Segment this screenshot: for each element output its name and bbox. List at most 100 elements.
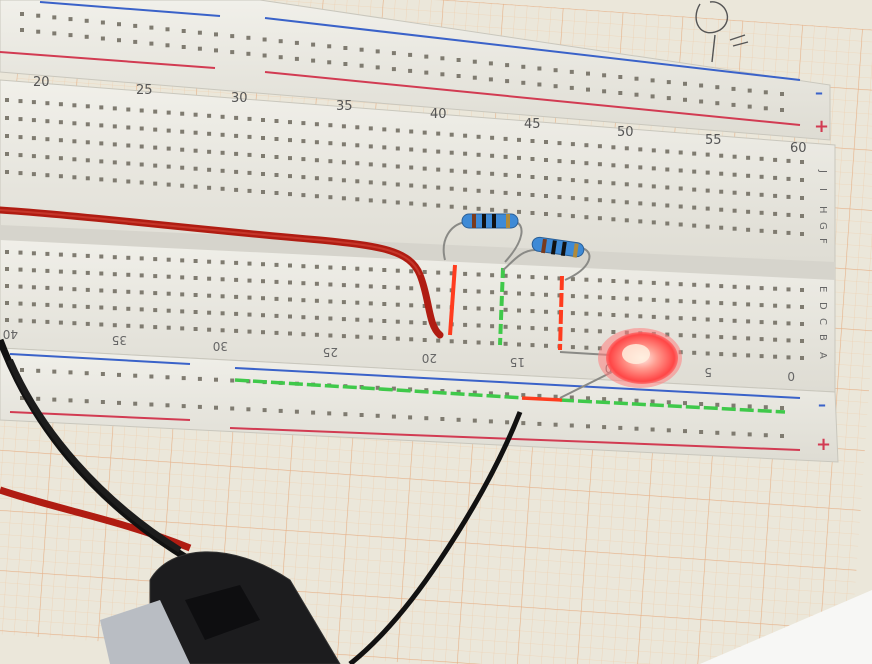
hole (666, 400, 671, 405)
hole (18, 267, 23, 272)
hole (731, 403, 736, 408)
hole (705, 170, 710, 175)
hole (584, 215, 589, 220)
hole (746, 353, 751, 358)
hole (476, 152, 481, 157)
hole (705, 334, 710, 339)
hole (553, 422, 558, 427)
hole (220, 260, 225, 265)
hole (773, 157, 778, 162)
hole (409, 129, 414, 134)
hole (274, 155, 279, 159)
hole (530, 175, 535, 179)
hole (341, 334, 346, 339)
hole (355, 266, 360, 271)
hole (166, 110, 171, 115)
hole (262, 37, 267, 42)
hole (288, 263, 292, 268)
hole (476, 170, 481, 175)
hole (517, 209, 521, 214)
hole (786, 194, 791, 199)
hole (517, 291, 521, 296)
hole (530, 139, 535, 143)
hole (651, 202, 656, 207)
hole (180, 111, 185, 116)
hole (214, 377, 218, 382)
hole (247, 116, 252, 121)
hole (5, 284, 9, 288)
hole (382, 319, 387, 323)
hole (139, 180, 144, 185)
hole (247, 312, 252, 317)
hole (100, 372, 105, 376)
hole (705, 224, 710, 229)
hole (692, 333, 697, 338)
hole (719, 301, 724, 306)
hole (112, 124, 117, 129)
hole (759, 354, 764, 359)
hole (503, 290, 508, 295)
hole (165, 27, 170, 32)
resistor-1 (442, 213, 523, 263)
column-number-20: 20 (33, 75, 50, 90)
hole (719, 335, 724, 340)
hole (634, 426, 639, 431)
rail-jumper-wires (234, 378, 786, 414)
hole (5, 318, 9, 322)
hole (126, 107, 131, 112)
hole (683, 429, 687, 434)
hole (314, 315, 319, 320)
hole (45, 173, 50, 178)
hole (569, 85, 574, 90)
hole (99, 105, 104, 110)
hole (597, 198, 602, 203)
hole (197, 30, 202, 35)
hole (732, 172, 737, 177)
hole (611, 296, 616, 300)
hole (544, 343, 548, 348)
hole (537, 393, 542, 398)
hole (246, 51, 251, 56)
hole (45, 302, 50, 307)
hole (180, 275, 185, 280)
hole (773, 286, 778, 291)
hole (274, 330, 279, 335)
hole (18, 318, 23, 323)
hole (517, 274, 521, 279)
hole (133, 401, 138, 406)
hole (261, 154, 265, 158)
column-number-25-bottom: 25 (323, 345, 338, 359)
hole (112, 323, 117, 328)
hole (368, 198, 373, 203)
hole (341, 178, 346, 183)
hole (569, 69, 574, 74)
hole (117, 372, 121, 377)
hole (180, 326, 185, 331)
hole (570, 142, 575, 147)
hole (557, 159, 562, 164)
hole (153, 257, 158, 262)
hole (139, 256, 144, 261)
hole (301, 332, 306, 337)
hole (288, 331, 292, 336)
hole (288, 314, 292, 319)
hole (261, 296, 265, 301)
hole (715, 85, 720, 90)
hole (463, 151, 468, 156)
hole (166, 146, 171, 151)
hole (247, 278, 252, 283)
hole (314, 264, 319, 269)
hole (341, 124, 346, 129)
hole (278, 55, 283, 60)
hole (618, 75, 623, 79)
hole (463, 169, 468, 174)
hole (440, 56, 445, 61)
hole (180, 183, 185, 188)
hole (294, 56, 299, 61)
hole (731, 102, 736, 107)
hole (705, 351, 710, 356)
hole (343, 46, 348, 50)
hole (719, 189, 724, 194)
hole (193, 184, 198, 189)
hole (611, 313, 616, 317)
